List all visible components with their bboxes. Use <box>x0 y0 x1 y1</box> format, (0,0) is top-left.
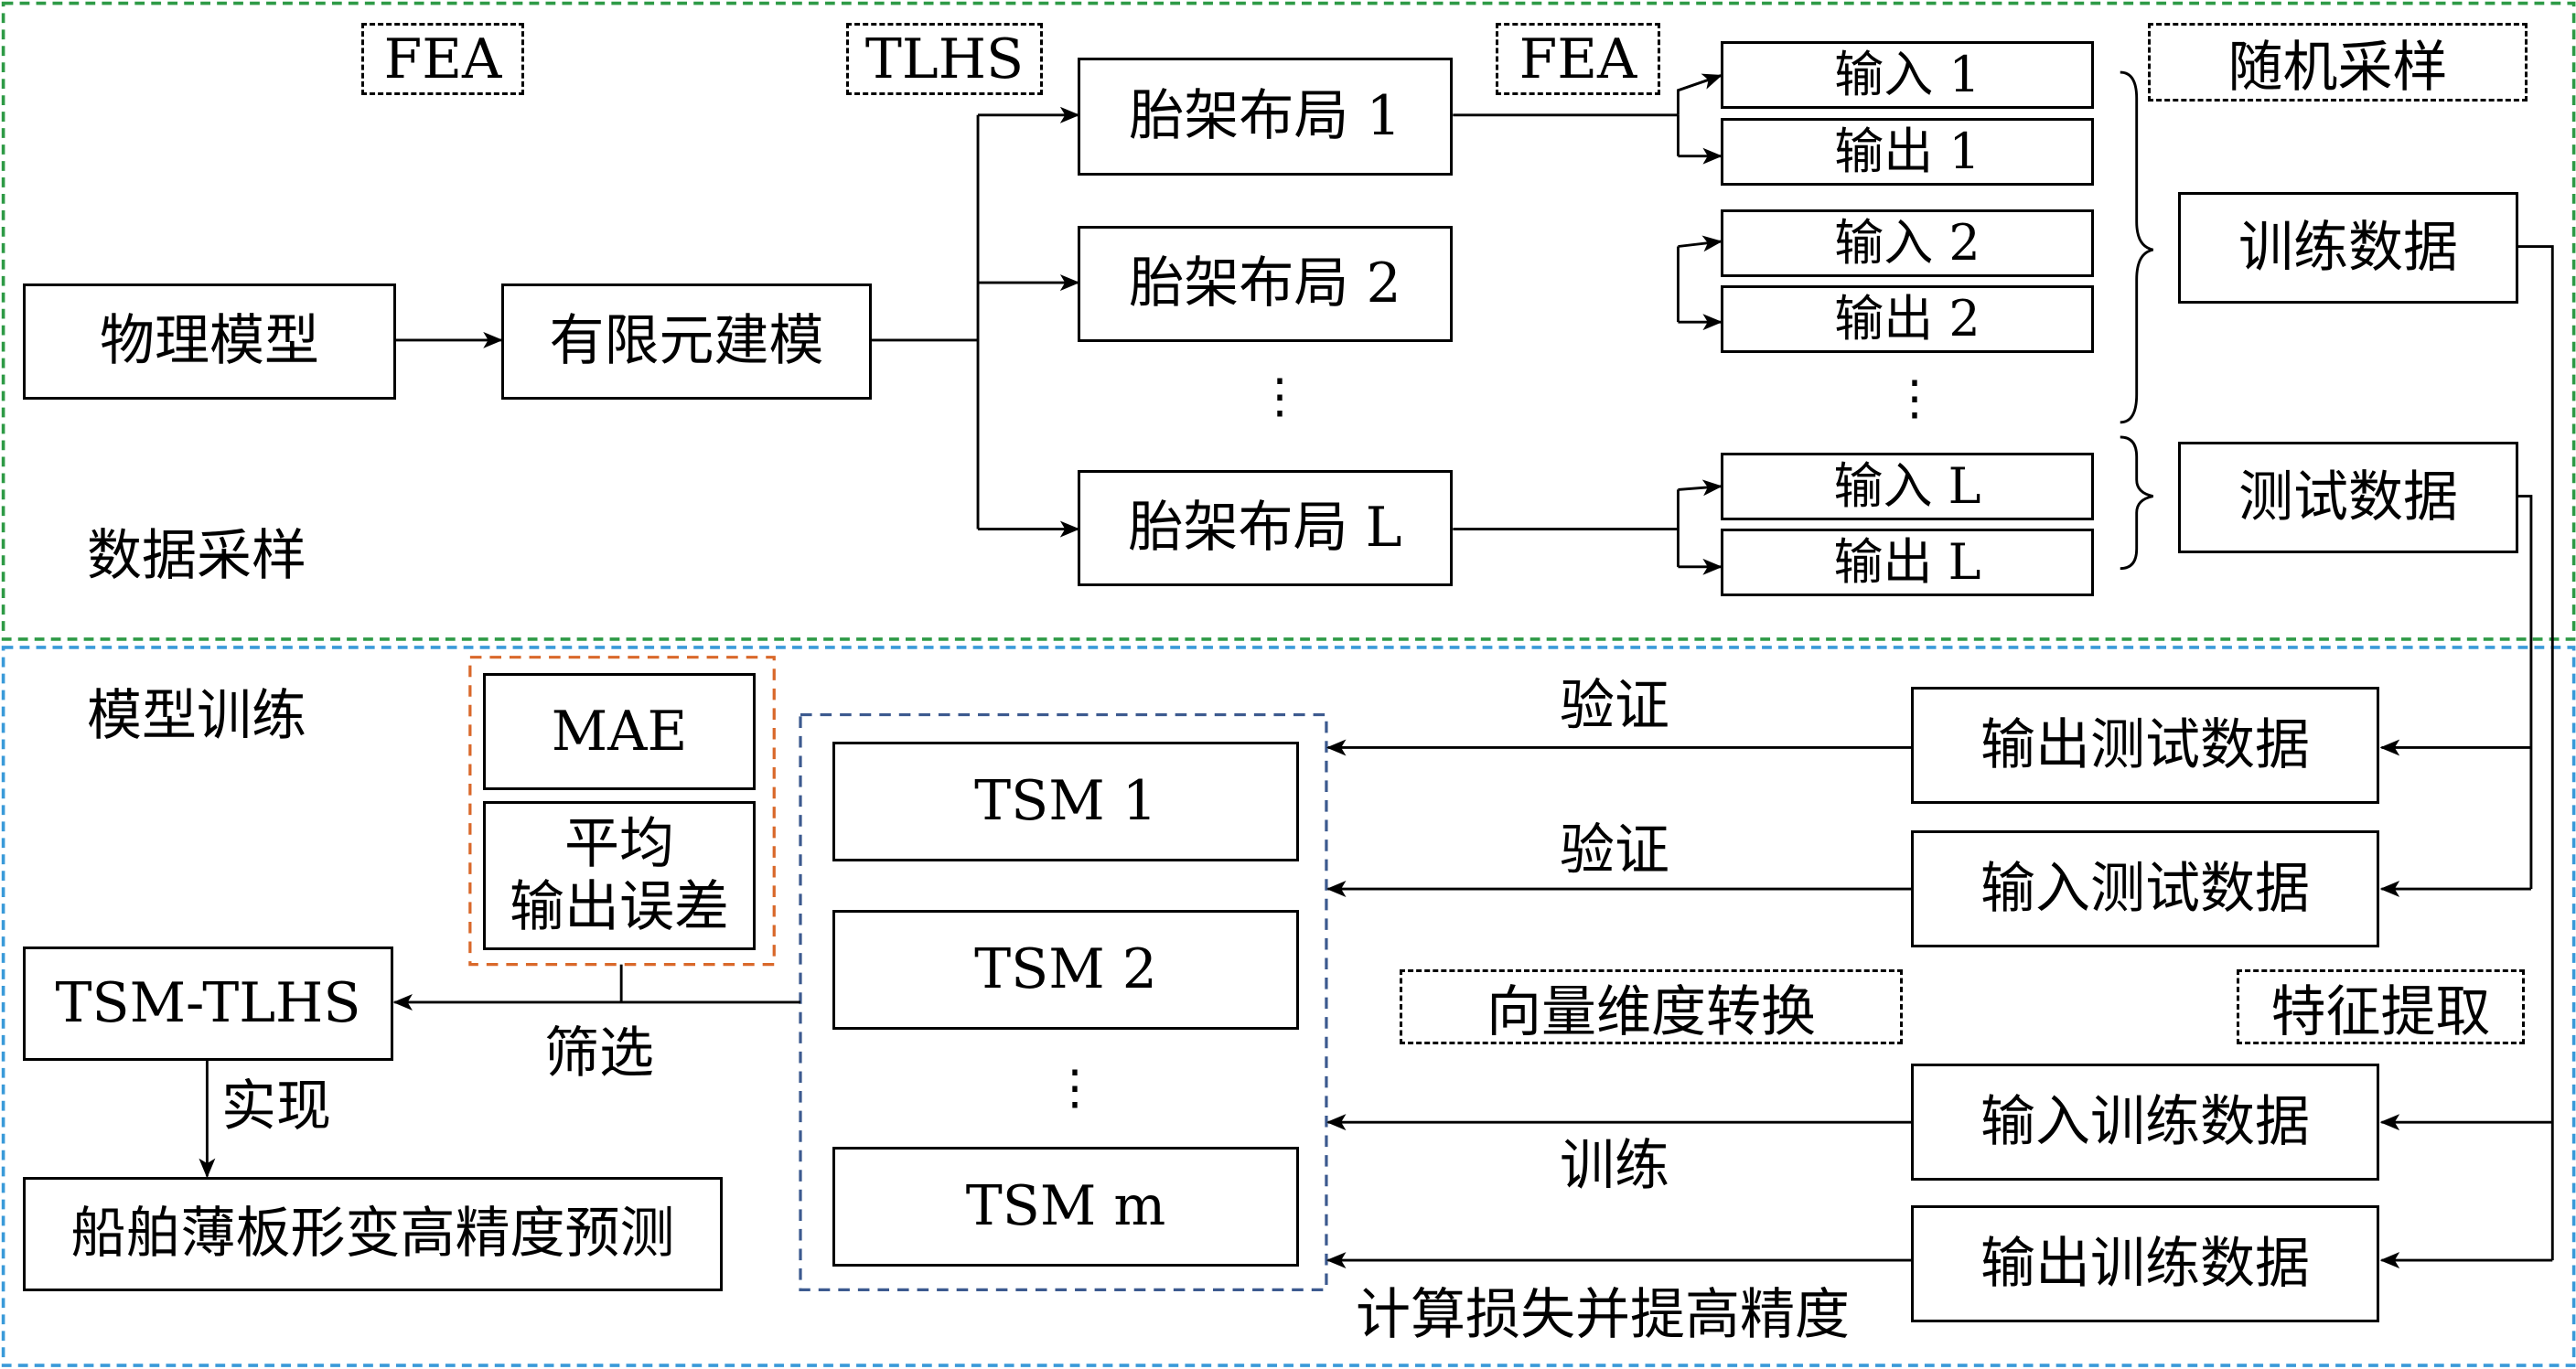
tsm-1-box: TSM 1 <box>832 742 1299 861</box>
tsm-m-box: TSM m <box>832 1147 1299 1267</box>
random-sampling-label: 随机采样 <box>2148 23 2528 102</box>
tlhs-label: TLHS <box>846 23 1043 95</box>
fea-right-label: FEA <box>1496 23 1660 95</box>
io-ellipsis: ⋮ <box>1891 371 1938 426</box>
fem-box: 有限元建模 <box>501 283 872 400</box>
realize-label: 实现 <box>221 1075 331 1139</box>
tsm-2-box: TSM 2 <box>832 910 1299 1030</box>
input-2-box: 输入 2 <box>1721 209 2094 277</box>
output-L-box: 输出 L <box>1721 529 2094 596</box>
tsm-ellipsis: ⋮ <box>1051 1061 1099 1116</box>
prediction-box: 船舶薄板形变高精度预测 <box>23 1177 723 1291</box>
layout-2-box: 胎架布局 2 <box>1078 226 1453 342</box>
vector-dim-label: 向量维度转换 <box>1400 969 1903 1044</box>
loss-label: 计算损失并提高精度 <box>1356 1283 1850 1347</box>
verify-label-1: 验证 <box>1560 674 1669 738</box>
input-train-data-box: 输入训练数据 <box>1911 1064 2379 1181</box>
train-data-box: 训练数据 <box>2178 192 2518 304</box>
training-section-border <box>1 646 2576 1367</box>
training-section-label: 模型训练 <box>87 684 306 748</box>
mean-error-line2: 输出误差 <box>510 874 729 939</box>
filter-label: 筛选 <box>544 1021 654 1086</box>
metric-group-border <box>468 656 776 967</box>
layout-1-box: 胎架布局 1 <box>1078 58 1453 176</box>
mae-box: MAE <box>483 673 756 790</box>
input-L-box: 输入 L <box>1721 453 2094 520</box>
output-test-data-box: 输出测试数据 <box>1911 687 2379 804</box>
fea-left-label: FEA <box>361 23 524 95</box>
feature-extract-label: 特征提取 <box>2237 969 2525 1044</box>
output-2-box: 输出 2 <box>1721 285 2094 353</box>
layouts-ellipsis: ⋮ <box>1256 369 1304 424</box>
test-data-box: 测试数据 <box>2178 442 2518 553</box>
verify-label-2: 验证 <box>1560 818 1669 882</box>
sampling-section-label: 数据采样 <box>87 524 306 588</box>
mean-error-line1: 平均 <box>564 811 674 876</box>
output-train-data-box: 输出训练数据 <box>1911 1205 2379 1322</box>
layout-L-box: 胎架布局 L <box>1078 470 1453 586</box>
output-1-box: 输出 1 <box>1721 118 2094 186</box>
input-1-box: 输入 1 <box>1721 41 2094 109</box>
tsm-tlhs-box: TSM-TLHS <box>23 947 393 1061</box>
mean-error-box: 平均 输出误差 <box>483 801 756 950</box>
sampling-section-border <box>1 1 2576 641</box>
physical-model-box: 物理模型 <box>23 283 396 400</box>
input-test-data-box: 输入测试数据 <box>1911 830 2379 947</box>
train-label: 训练 <box>1560 1134 1669 1198</box>
